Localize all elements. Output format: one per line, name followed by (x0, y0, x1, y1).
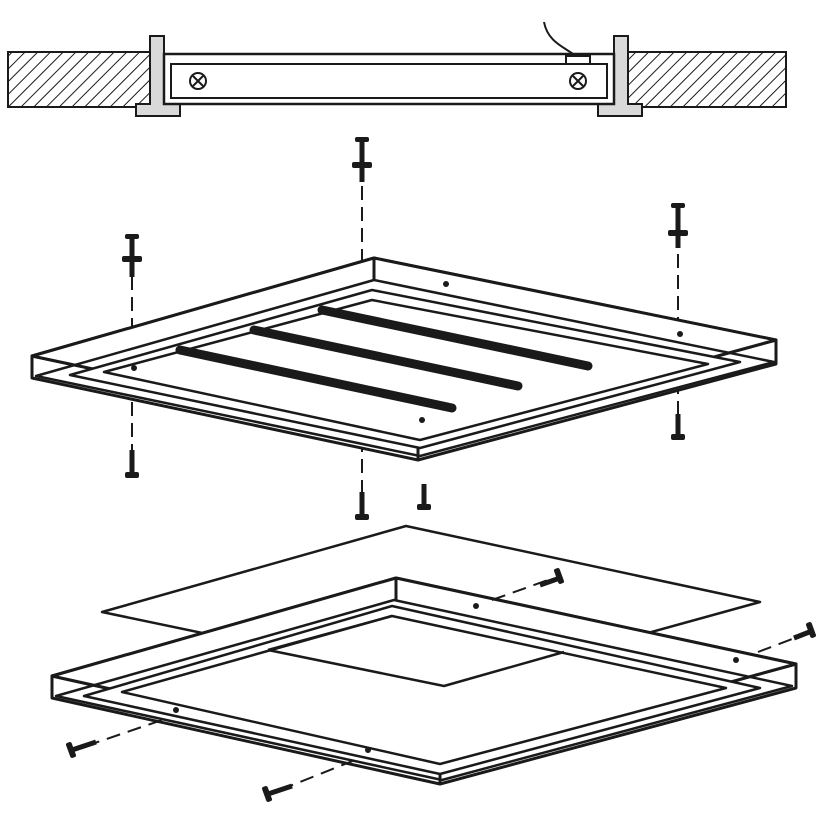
side-screw-guides (85, 579, 801, 791)
power-cable-icon (543, 21, 591, 65)
screw-top-left-icon (122, 234, 142, 277)
side-screw-upper-right-icon (539, 568, 564, 588)
bottom-frame (50, 576, 798, 786)
screw-top-center-icon (352, 137, 372, 182)
side-screw-lower-center-icon (262, 783, 293, 802)
side-screw-lower-left-icon (66, 739, 97, 758)
side-screw-far-right-icon (793, 622, 816, 641)
ceiling-cross-section (7, 21, 787, 117)
bottom-frame-holes (173, 603, 739, 753)
screw-bottom-center-icon (355, 492, 369, 520)
screw-bottom-mid-icon (417, 484, 431, 510)
frame-holes (131, 281, 683, 423)
screw-top-right-icon (668, 203, 688, 248)
panel-section-inner (170, 63, 608, 99)
section-screw-left-icon (189, 72, 207, 90)
screw-bottom-right-icon (671, 414, 685, 440)
ceiling-left-hatch (7, 51, 153, 108)
screw-bottom-left-icon (125, 450, 139, 478)
ceiling-right-hatch (627, 51, 787, 108)
upper-panel-frame (30, 256, 778, 462)
led-strips (175, 305, 593, 413)
section-screw-right-icon (569, 72, 587, 90)
